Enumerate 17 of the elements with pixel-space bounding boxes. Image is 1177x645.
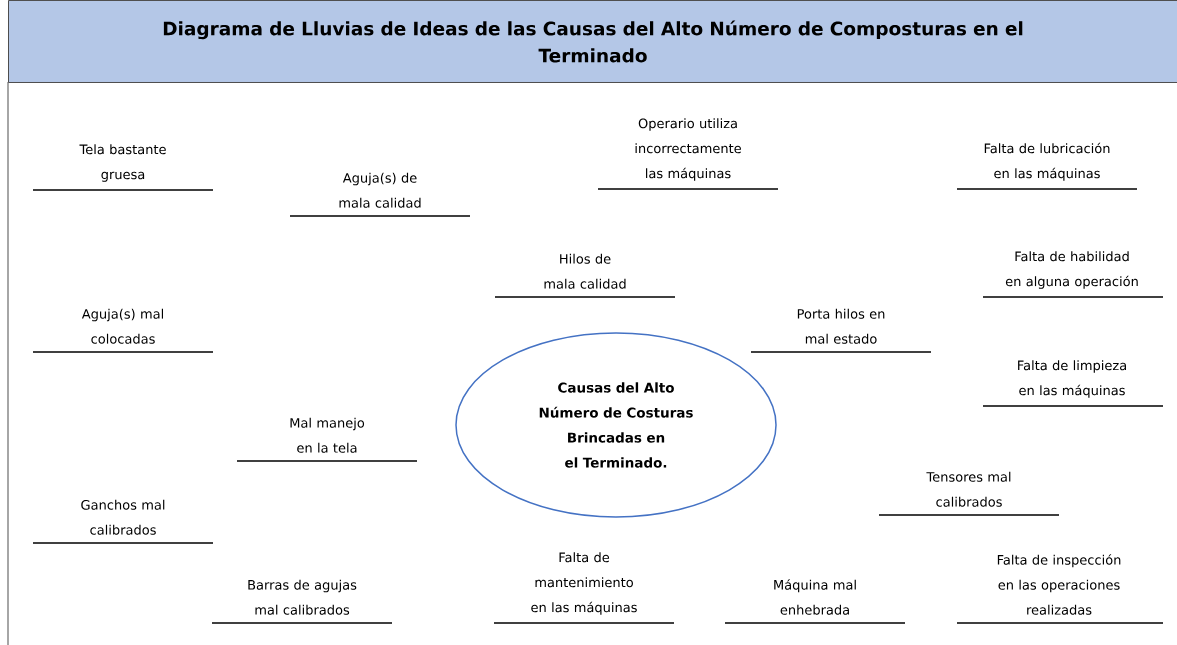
cause-text: Barras de agujas mal calibrados [248, 579, 357, 615]
title-band: Diagrama de Lluvias de Ideas de las Causas del Alto Número de Composturas en el Terminado [8, 0, 1177, 83]
cause-text: Falta de limpieza en las máquinas [1018, 360, 1126, 398]
cause-text: Ganchos mal calibrados [81, 499, 165, 535]
cause-text: Falta de mantenimiento en las máquinas [531, 552, 637, 615]
cause-text: Máquina mal enhebrada [774, 579, 856, 615]
cause-text: Falta de inspección en las operaciones realizadas [997, 554, 1121, 615]
cause-text: Porta hilos en mal estado [797, 308, 885, 344]
cause-text: Operario utiliza incorrectamente las máquinas [635, 118, 741, 181]
cause-text: Falta de lubricación en las máquinas [984, 142, 1110, 181]
cause-text: Mal manejo en la tela [290, 417, 365, 453]
cause-text: Aguja(s) de mala calidad [339, 172, 421, 208]
cause-text: Tela bastante gruesa [79, 144, 166, 182]
cause-text: Aguja(s) mal colocadas [81, 308, 163, 344]
cause-text: Tensores mal calibrados [926, 471, 1011, 507]
cause-text: Falta de habilidad en alguna operación [1005, 251, 1138, 289]
cause-text: Hilos de mala calidad [544, 253, 626, 289]
